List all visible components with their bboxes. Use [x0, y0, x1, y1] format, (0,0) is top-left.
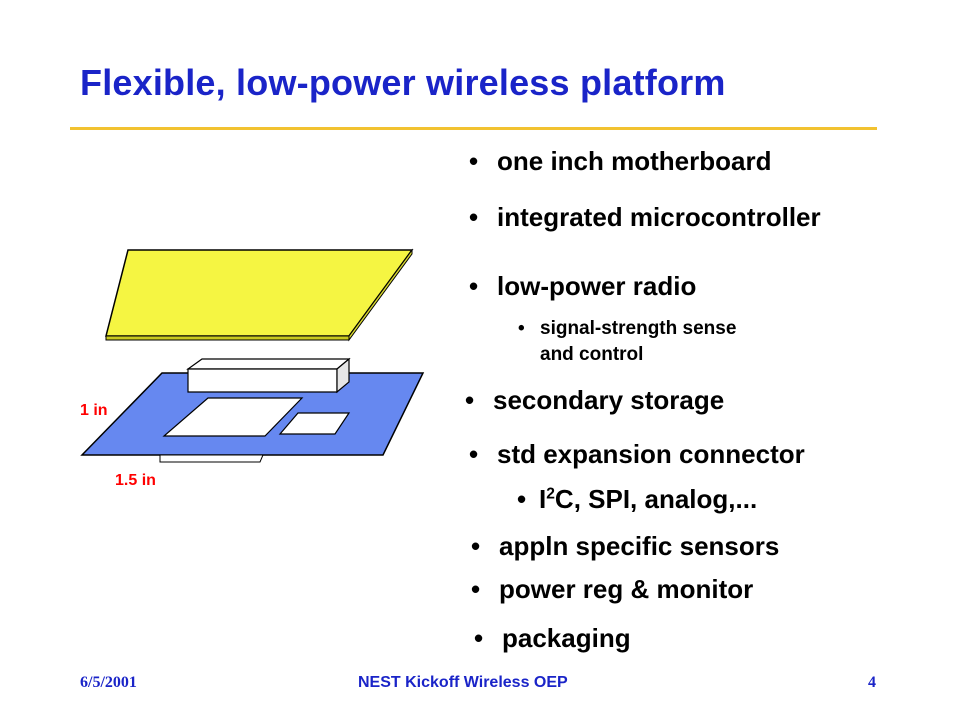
storage-chip [278, 412, 351, 435]
board-diagram [80, 248, 425, 463]
height-dimension-label: 1 in [80, 402, 108, 419]
interface-superscript: 2 [546, 485, 555, 503]
radio-chip-front [187, 368, 338, 393]
bullet-text: low-power radio [497, 271, 697, 301]
bullet-marker: • [471, 574, 481, 604]
bullet-text: secondary storage [493, 385, 725, 415]
sub-bullet-marker: • [517, 484, 527, 514]
bullet-text: packaging [502, 623, 631, 653]
expansion-connector [159, 454, 264, 463]
bullet-marker: • [471, 531, 481, 561]
footer-date: 6/5/2001 [80, 674, 137, 691]
bullet-connector: • std expansion connector [469, 439, 805, 470]
sub-bullet-marker: • [518, 318, 525, 339]
bullet-sensors: • appln specific sensors [471, 531, 779, 562]
sub-bullet-text-line1: signal-strength sense [540, 318, 737, 339]
bullet-microcontroller: • integrated microcontroller [469, 202, 821, 233]
interface-i: I [539, 484, 547, 514]
bullet-text: integrated microcontroller [497, 202, 821, 232]
radio-chip-top [186, 358, 351, 370]
bullet-marker: • [469, 271, 479, 301]
bullet-marker: • [469, 146, 479, 176]
bullet-storage: • secondary storage [465, 385, 724, 416]
microcontroller-chip [162, 397, 304, 437]
bullet-motherboard: • one inch motherboard [469, 146, 771, 177]
top-board-side [348, 248, 413, 342]
slide-title: Flexible, low-power wireless platform [80, 62, 726, 103]
top-board [105, 249, 414, 337]
bullet-power: • power reg & monitor [471, 574, 753, 605]
bullet-marker: • [465, 385, 475, 415]
bullet-text: one inch motherboard [497, 146, 772, 176]
bullet-radio: • low-power radio [469, 271, 696, 302]
page-number: 4 [868, 674, 876, 691]
sub-bullet-text-line2: and control [540, 344, 644, 365]
bullet-text: std expansion connector [497, 439, 805, 469]
sub-bullet-signal-strength: • signal-strength sense and control [518, 316, 736, 368]
title-underline [70, 127, 877, 130]
bullet-text: power reg & monitor [499, 574, 754, 604]
bullet-marker: • [469, 202, 479, 232]
radio-chip-side [336, 357, 350, 394]
bullet-marker: • [469, 439, 479, 469]
bullet-text: appln specific sensors [499, 531, 780, 561]
sub-bullet-interfaces: • I2C, SPI, analog,... [517, 484, 757, 515]
top-board-edge [105, 335, 350, 341]
interface-text: C, SPI, analog,... [554, 484, 758, 514]
bullet-packaging: • packaging [474, 623, 631, 654]
width-dimension-label: 1.5 in [115, 472, 156, 489]
bullet-marker: • [474, 623, 484, 653]
footer-title: NEST Kickoff Wireless OEP [358, 674, 568, 691]
